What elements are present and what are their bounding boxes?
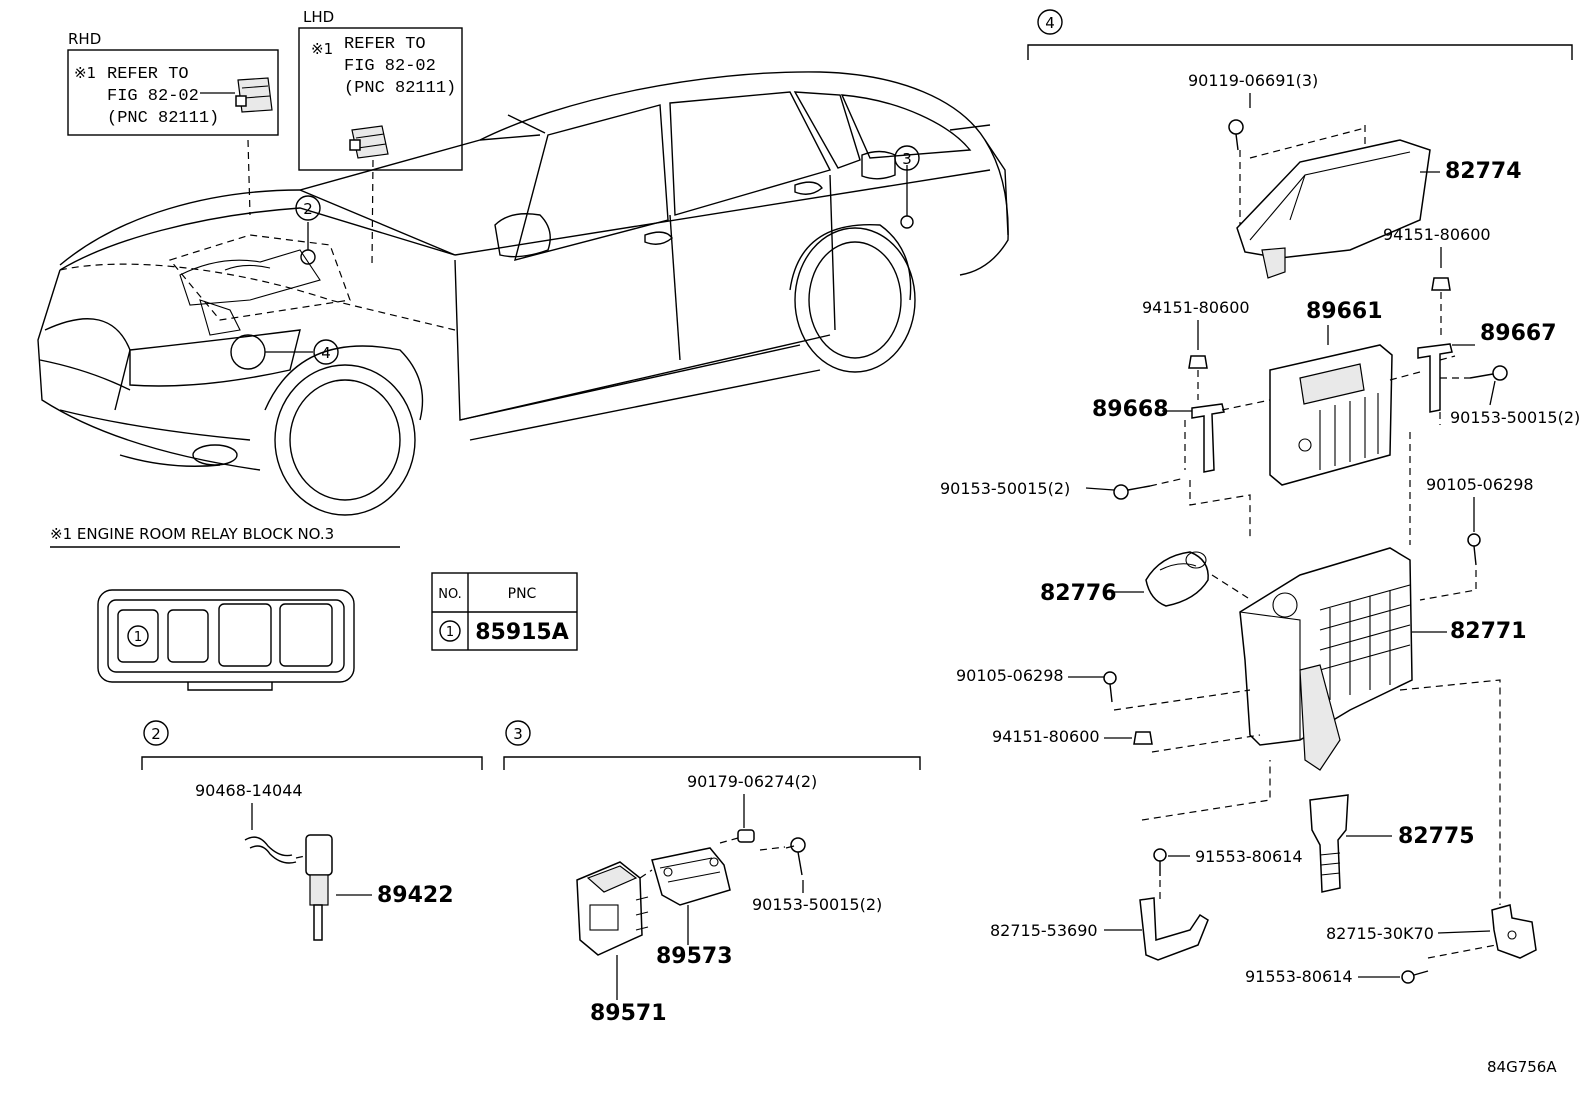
- part-82775: 82775: [1398, 824, 1475, 849]
- part-89667: 89667: [1480, 321, 1557, 346]
- group-2: 2 90468-14044 89422: [141, 720, 483, 941]
- part-89422: 89422: [377, 883, 454, 908]
- lhd-label: LHD: [303, 8, 334, 26]
- part-90105-06298-d: 90105-06298: [956, 666, 1064, 685]
- bolt-e-part: [1153, 848, 1167, 876]
- part-90105-06298-c: 90105-06298: [1426, 475, 1534, 494]
- part-89661: 89661: [1306, 299, 1383, 324]
- box-part: [1239, 547, 1413, 771]
- part-90119-06691: 90119-06691(3): [1188, 71, 1318, 90]
- callout-2-car: 2: [295, 195, 321, 221]
- pnc-table-row-pnc: 85915A: [475, 620, 569, 645]
- svg-text:3: 3: [902, 150, 912, 168]
- part-82715-53690: 82715-53690: [990, 921, 1098, 940]
- group-4-callout: 4: [1045, 14, 1055, 32]
- part-82771: 82771: [1450, 619, 1527, 644]
- lhd-relay-block-icon: [349, 125, 389, 159]
- car-illustration: [37, 71, 1009, 516]
- control-module-part: [576, 861, 649, 956]
- bracket-89667-part: [1417, 343, 1453, 413]
- temperature-sensor-part: [305, 834, 333, 941]
- part-90153-50015-l: 90153-50015(2): [940, 479, 1070, 498]
- group-2-callout: 2: [151, 725, 161, 743]
- lhd-line-3: (PNC 82111): [344, 79, 456, 98]
- rhd-label: RHD: [68, 30, 101, 48]
- part-82715-30K70: 82715-30K70: [1326, 924, 1434, 943]
- part-89668: 89668: [1092, 397, 1169, 422]
- cover-part: [1236, 139, 1431, 279]
- callout-3-car: 3: [894, 145, 920, 171]
- bolt-part-g3: [785, 837, 806, 876]
- svg-text:2: 2: [303, 200, 313, 218]
- lhd-line-2: FIG 82-02: [344, 57, 436, 76]
- part-89573: 89573: [656, 944, 733, 969]
- part-94151-80600-a: 94151-80600: [1383, 225, 1491, 244]
- group-3: 3 90179-06274(2) 90153-50015(2) 89573: [503, 720, 921, 1026]
- part-90179-06274: 90179-06274(2): [687, 772, 817, 791]
- pnc-table-row-no: 1: [446, 625, 454, 640]
- stay-r-part: [1491, 904, 1537, 959]
- bracket-part: [651, 847, 731, 906]
- relay-slot-label: 1: [134, 630, 142, 645]
- svg-text:4: 4: [321, 344, 331, 362]
- rhd-line-2: FIG 82-02: [107, 87, 199, 106]
- part-82776: 82776: [1040, 581, 1117, 606]
- ecu-part: [1269, 344, 1393, 486]
- nut-b-part: [1188, 355, 1208, 369]
- rhd-line-3: (PNC 82111): [107, 109, 219, 128]
- relay-block-section: ※1 ENGINE ROOM RELAY BLOCK NO.3 1 NO. PN…: [50, 525, 578, 691]
- part-91553-80614-e: 91553-80614: [1195, 847, 1303, 866]
- part-91553-80614-f: 91553-80614: [1245, 967, 1353, 986]
- part-82774: 82774: [1445, 159, 1522, 184]
- bracket-89668-part: [1191, 403, 1225, 473]
- rhd-inset: RHD ※1 REFER TO FIG 82-02 (PNC 82111): [67, 30, 279, 136]
- pnc-table-header-pnc: PNC: [508, 586, 537, 602]
- bolt-f-part: [1401, 970, 1429, 984]
- part-90153-50015-g3: 90153-50015(2): [752, 895, 882, 914]
- group-4: 4 90119-06691(3) 82774 94151-80600 94151…: [940, 9, 1580, 986]
- screw-top-part: [1228, 119, 1244, 151]
- part-94151-80600-b: 94151-80600: [1142, 298, 1250, 317]
- duct-part: [1309, 794, 1349, 893]
- pnc-table: NO. PNC 1 85915A: [431, 572, 578, 651]
- lhd-mark: ※1: [311, 40, 333, 58]
- lhd-line-1: REFER TO: [344, 35, 426, 54]
- bolt-d-part: [1103, 671, 1117, 703]
- figure-code: 84G756A: [1487, 1058, 1557, 1076]
- callout-4-car: 4: [313, 339, 339, 365]
- stay-l-part: [1139, 897, 1209, 961]
- part-90153-50015-r: 90153-50015(2): [1450, 408, 1580, 427]
- clip-part: [244, 836, 297, 864]
- relay-block-title: ※1 ENGINE ROOM RELAY BLOCK NO.3: [50, 525, 334, 543]
- lhd-inset: LHD ※1 REFER TO FIG 82-02 (PNC 82111): [298, 8, 463, 171]
- part-90468-14044: 90468-14044: [195, 781, 303, 800]
- group-3-callout: 3: [513, 725, 523, 743]
- part-89571: 89571: [590, 1001, 667, 1026]
- grommet-part: [1145, 551, 1209, 607]
- rhd-mark: ※1: [74, 64, 96, 82]
- nut-part: [737, 829, 755, 843]
- part-94151-80600-c: 94151-80600: [992, 727, 1100, 746]
- rhd-relay-block-icon: [235, 77, 273, 113]
- bolt-r-part: [1469, 365, 1508, 381]
- rhd-line-1: REFER TO: [107, 65, 189, 84]
- nut-c-part: [1133, 731, 1153, 745]
- bolt-l-part: [1113, 484, 1151, 500]
- relay-block-diagram: 1: [97, 589, 355, 691]
- pnc-table-header-no: NO.: [438, 587, 462, 602]
- nut-a-part: [1431, 277, 1451, 291]
- bolt-c-part: [1467, 533, 1481, 566]
